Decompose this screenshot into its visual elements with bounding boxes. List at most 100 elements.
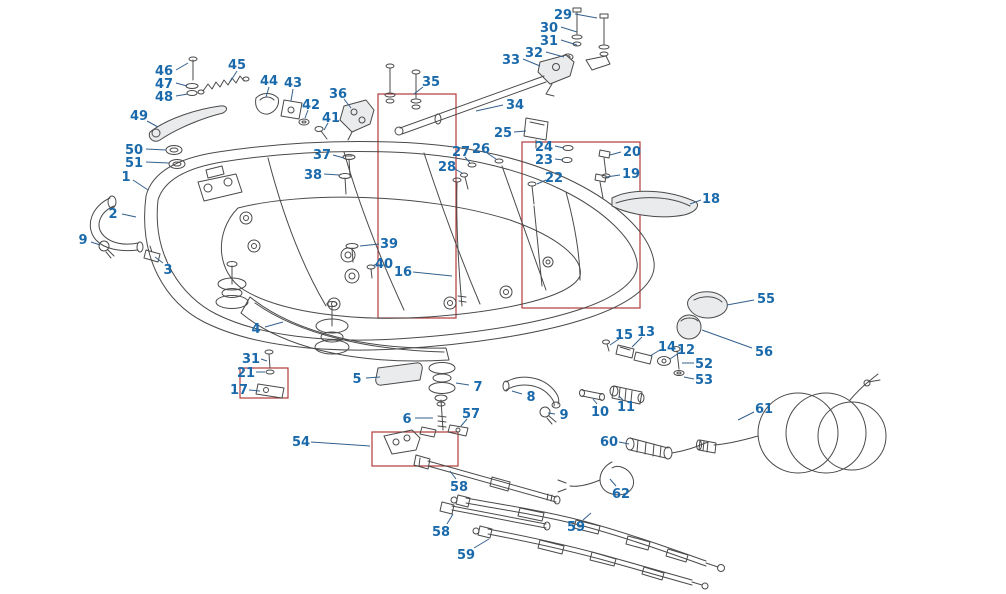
leader-line-37 [332,154,345,159]
callout-label-8: 8 [526,390,535,405]
leader-line-53 [683,376,695,380]
callout-label-40: 40 [375,257,393,272]
callout-label-31: 31 [540,34,558,49]
leader-line-51 [145,161,170,164]
callout-label-27: 27 [452,145,470,160]
part-7-grommet-stack [428,362,456,394]
part-56-cap [676,314,702,340]
leader-line-9 [547,412,556,415]
leader-line-17 [248,389,261,392]
part-11-connector [609,385,645,405]
group-box-bracket-17 [239,367,289,399]
leader-line-18 [689,199,702,205]
leader-line-43 [290,88,294,102]
callout-label-25: 25 [494,126,512,141]
callout-label-57: 57 [462,407,480,422]
part-6-bolt [434,394,448,431]
part-60-connector [625,437,709,460]
leader-line-57 [460,418,468,427]
leader-line-1 [132,179,149,191]
leader-line-23 [554,158,564,161]
callout-label-4: 4 [251,322,260,337]
part-10-connector [579,389,605,401]
callout-label-58: 58 [450,480,468,495]
leader-line-15 [609,338,620,346]
callout-label-5: 5 [352,372,361,387]
leader-line-50 [145,148,167,151]
callout-label-18: 18 [702,192,720,207]
leader-line-58 [446,513,454,525]
leader-line-7 [455,382,470,386]
leader-line-54 [310,441,371,447]
callout-label-41: 41 [322,111,340,126]
callout-label-61: 61 [755,402,773,417]
callout-label-1: 1 [121,170,130,185]
leader-line-45 [229,70,238,83]
leader-line-59 [582,512,592,521]
part-57-clip [447,424,469,437]
leader-line-14 [649,349,661,357]
leader-line-32 [545,51,565,58]
callout-label-44: 44 [260,74,278,89]
leader-line-35 [413,86,424,95]
callout-label-48: 48 [155,90,173,105]
callout-label-33: 33 [502,53,520,68]
part-54-bracket-group [383,426,437,455]
callout-label-59: 59 [567,520,585,535]
callout-label-17: 17 [230,383,248,398]
part-62-cable-loop [557,461,634,496]
callout-label-58: 58 [432,525,450,540]
part-45-spring [197,75,250,95]
leader-line-3 [154,256,164,264]
leader-line-41 [323,122,329,131]
callout-label-21: 21 [237,366,255,381]
part-35-bolts [384,63,422,110]
part-12-15-fittings [602,339,671,366]
callout-label-11: 11 [617,400,635,415]
callout-label-49: 49 [130,109,148,124]
callout-label-60: 60 [600,435,618,450]
callout-label-43: 43 [284,76,302,91]
part-26-28-group [460,158,504,190]
leader-line-44 [265,86,270,98]
leader-line-47 [175,82,188,87]
part-5-pad [375,362,423,386]
callout-label-26: 26 [472,142,490,157]
callout-label-56: 56 [755,345,773,360]
callout-label-38: 38 [304,168,322,183]
part-9-clamps [98,240,557,425]
callout-label-28: 28 [438,160,456,175]
leader-line-13 [631,336,643,348]
leader-line-30 [560,26,578,33]
leader-line-60 [618,441,630,445]
leader-line-61 [737,411,755,421]
callout-label-24: 24 [535,140,553,155]
leader-line-10 [592,398,598,405]
part-3-clip [143,245,161,263]
leader-line-25 [513,130,527,133]
callout-label-52: 52 [695,357,713,372]
callout-label-47: 47 [155,77,173,92]
leader-line-46 [175,62,189,71]
part-61-coiled-cable [696,373,887,474]
leader-line-49 [146,120,159,128]
callout-label-29: 29 [554,8,572,23]
callout-label-6: 6 [402,412,411,427]
callout-label-9: 9 [559,408,568,423]
part-4-apron [240,296,450,362]
callout-label-45: 45 [228,58,246,73]
callout-label-19: 19 [622,167,640,182]
part-41-44-fittings [255,93,328,140]
part-1-bottom-cowling [144,141,655,355]
leader-line-38 [323,173,340,176]
callout-label-16: 16 [394,265,412,280]
callout-label-14: 14 [658,340,676,355]
part-50-51-grommets [165,145,186,169]
leader-line-62 [609,478,617,487]
callout-label-46: 46 [155,64,173,79]
leader-line-42 [304,109,309,119]
callout-label-9: 9 [78,233,87,248]
leader-line-56 [701,329,753,349]
part-18-bracket [611,190,698,218]
leader-line-33 [522,58,541,67]
